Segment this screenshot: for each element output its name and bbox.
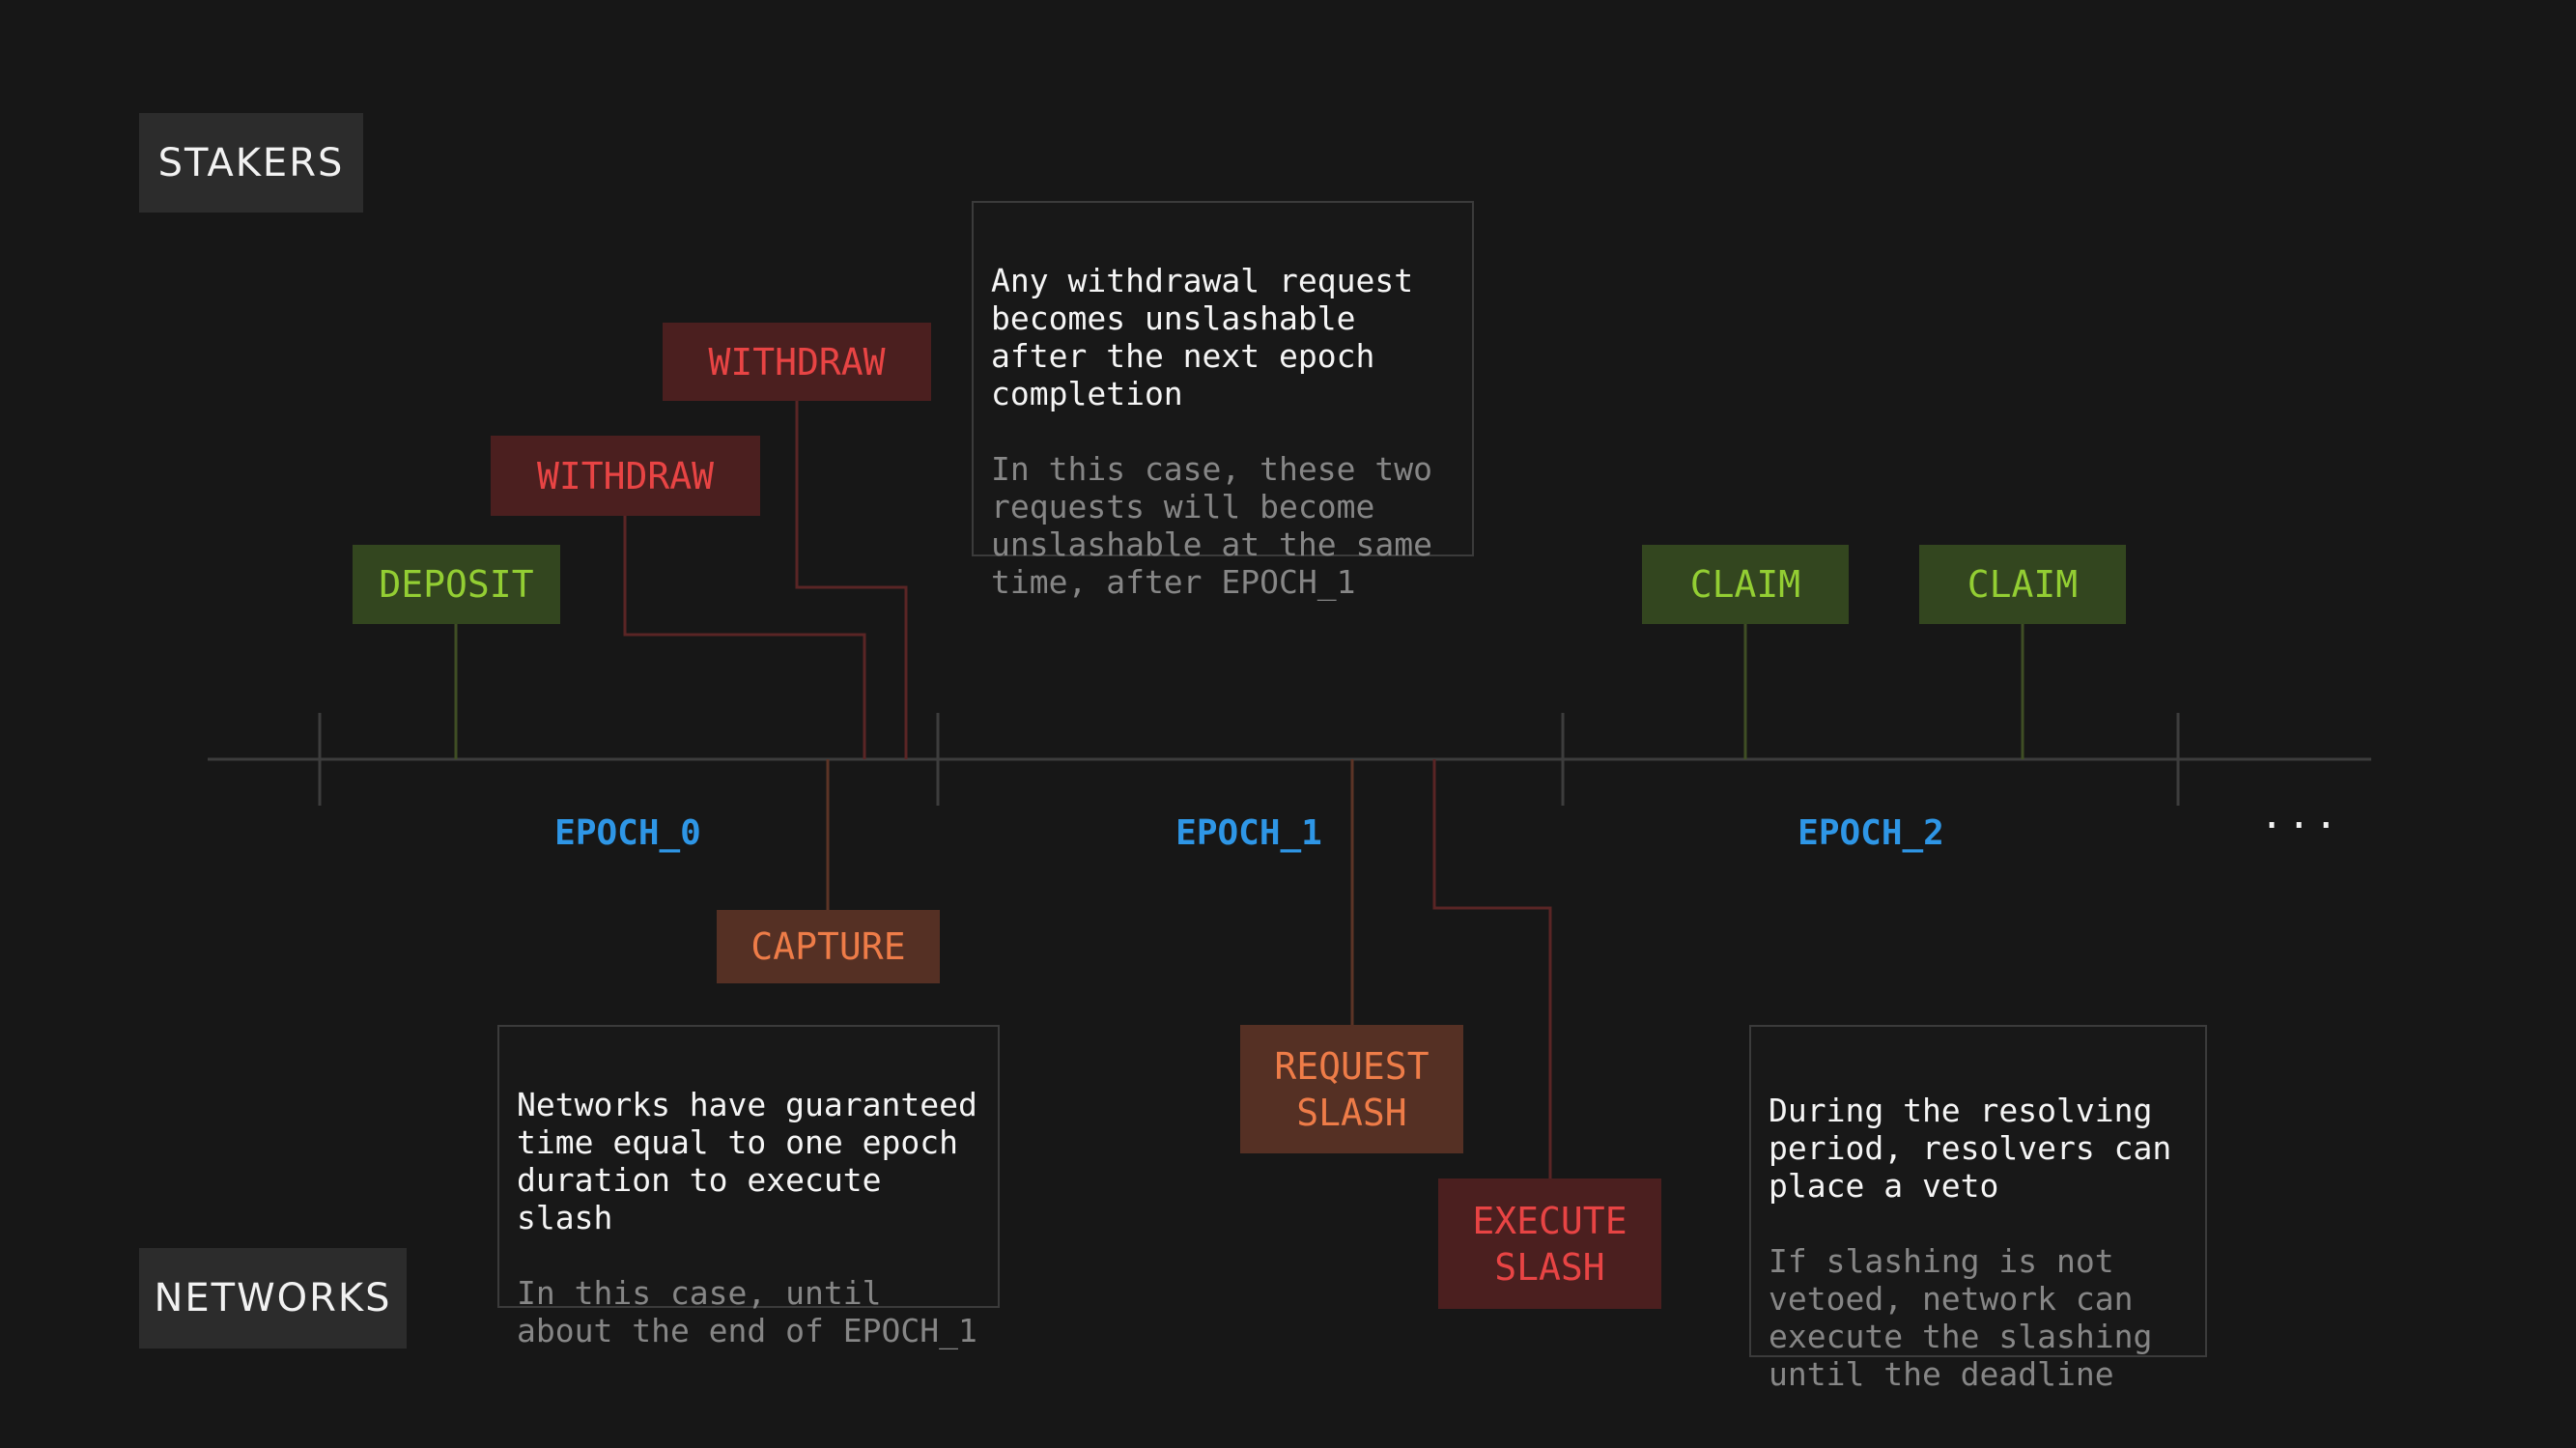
guarantee-note-sub: In this case, until about the end of EPO… (517, 1274, 977, 1349)
execute-slash-event: EXECUTE SLASH (1438, 1178, 1661, 1309)
claim-label: CLAIM (1967, 563, 2079, 606)
execute-slash-label-line-1: EXECUTE (1472, 1199, 1628, 1242)
withdraw-event-2: WITHDRAW (663, 323, 931, 401)
veto-note-sub: If slashing is not vetoed, network can e… (1769, 1242, 2153, 1393)
guarantee-note: Networks have guaranteed time equal to o… (497, 1025, 1000, 1349)
execute-slash-connector (1432, 759, 1552, 1178)
stakers-label: STAKERS (139, 113, 363, 213)
withdrawal-note-main: Any withdrawal request becomes unslashab… (991, 262, 1414, 412)
guarantee-note-main: Networks have guaranteed time equal to o… (517, 1086, 977, 1236)
withdrawal-note: Any withdrawal request becomes unslashab… (972, 201, 1474, 601)
withdraw-event-1: WITHDRAW (491, 436, 760, 516)
withdrawal-note-sub: In this case, these two requests will be… (991, 450, 1432, 601)
networks-label: NETWORKS (139, 1248, 407, 1349)
epoch-0-label: EPOCH_0 (554, 813, 701, 853)
deposit-label: DEPOSIT (379, 563, 534, 606)
deposit-event: DEPOSIT (353, 545, 560, 624)
withdraw-label: WITHDRAW (708, 340, 886, 383)
capture-label: CAPTURE (750, 925, 906, 968)
epoch-1-label: EPOCH_1 (1175, 813, 1322, 853)
request-slash-event: REQUEST SLASH (1240, 1025, 1463, 1153)
execute-slash-label-line-2: SLASH (1494, 1245, 1605, 1289)
capture-event: CAPTURE (717, 910, 940, 983)
request-slash-label-line-2: SLASH (1296, 1091, 1407, 1134)
withdraw-1-connector (623, 516, 866, 759)
claim-event-2: CLAIM (1919, 545, 2126, 624)
claim-label: CLAIM (1689, 563, 1801, 606)
epoch-2-label: EPOCH_2 (1798, 813, 1944, 853)
continuation-ellipsis: ··· (2260, 804, 2342, 848)
veto-note-main: During the resolving period, resolvers c… (1769, 1092, 2172, 1205)
withdraw-2-connector (795, 401, 908, 759)
request-slash-label-line-1: REQUEST (1274, 1044, 1430, 1088)
claim-event-1: CLAIM (1642, 545, 1849, 624)
veto-note: During the resolving period, resolvers c… (1749, 1025, 2207, 1393)
withdraw-label: WITHDRAW (536, 454, 715, 497)
